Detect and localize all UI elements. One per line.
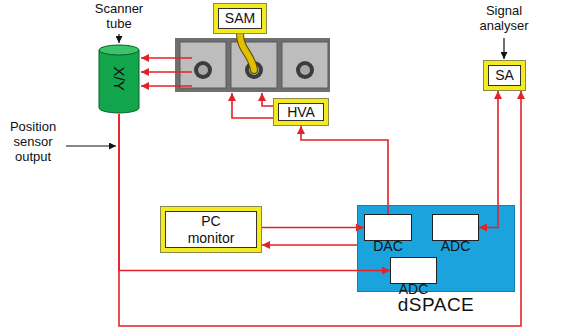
box-label: SAM <box>218 8 262 29</box>
amplifier-box: HVA <box>273 98 329 126</box>
board-fill <box>357 205 515 292</box>
analyser-box: SA <box>483 60 526 91</box>
callout-arrow <box>66 145 116 146</box>
monitor-box: PC monitor <box>160 206 262 253</box>
callout-holder: Scanner tube <box>88 2 150 32</box>
converter-box: ADC <box>432 214 479 241</box>
signal-wire <box>262 227 364 229</box>
bnc-connector <box>300 65 310 75</box>
signal-wire <box>119 91 521 326</box>
controller-board: dSPACEDACADCADC <box>357 205 515 292</box>
signal-wire <box>262 244 357 246</box>
connector-panel-photo <box>175 34 330 92</box>
box-label: DAC <box>371 238 405 254</box>
callout-label: Signal analyser <box>462 4 546 34</box>
callout-arrows <box>66 34 504 146</box>
signal-wire <box>301 126 388 214</box>
bnc-connector <box>296 61 314 79</box>
bnc-connector <box>194 61 212 79</box>
cable <box>240 34 254 70</box>
signal-wire <box>479 91 498 228</box>
converter-box: ADC <box>390 257 437 284</box>
drive-wire <box>141 71 192 73</box>
device-box: SAM <box>213 3 267 34</box>
box-label: SA <box>488 65 521 86</box>
cable <box>240 34 254 70</box>
bnc-connector <box>198 65 208 75</box>
drive-wire <box>262 93 273 106</box>
drive-wire <box>141 57 192 59</box>
converter-box: DAC <box>364 214 412 241</box>
panel-inset <box>282 42 328 88</box>
box-label: HVA <box>278 103 324 121</box>
cylinder-body <box>99 50 139 113</box>
callout-arrow <box>118 34 119 43</box>
signal-wire <box>119 114 390 271</box>
cylinder-top <box>99 45 139 55</box>
callout-holder: Position sensor output <box>2 120 64 165</box>
callout-holder: Signal analyser <box>462 4 546 34</box>
callout-label: Scanner tube <box>88 2 150 32</box>
callout-arrow <box>503 38 504 59</box>
box-label: X/Y <box>110 67 127 91</box>
drive-wire <box>232 93 273 118</box>
box-label: PC monitor <box>165 211 257 248</box>
box-label: ADC <box>397 281 431 297</box>
box-label: ADC <box>439 238 473 254</box>
panel-inset <box>180 42 226 88</box>
callout-label: Position sensor output <box>2 120 64 165</box>
scanner-tube: X/Y <box>98 44 140 114</box>
panel-wires <box>141 58 273 118</box>
drive-wire <box>141 85 192 87</box>
